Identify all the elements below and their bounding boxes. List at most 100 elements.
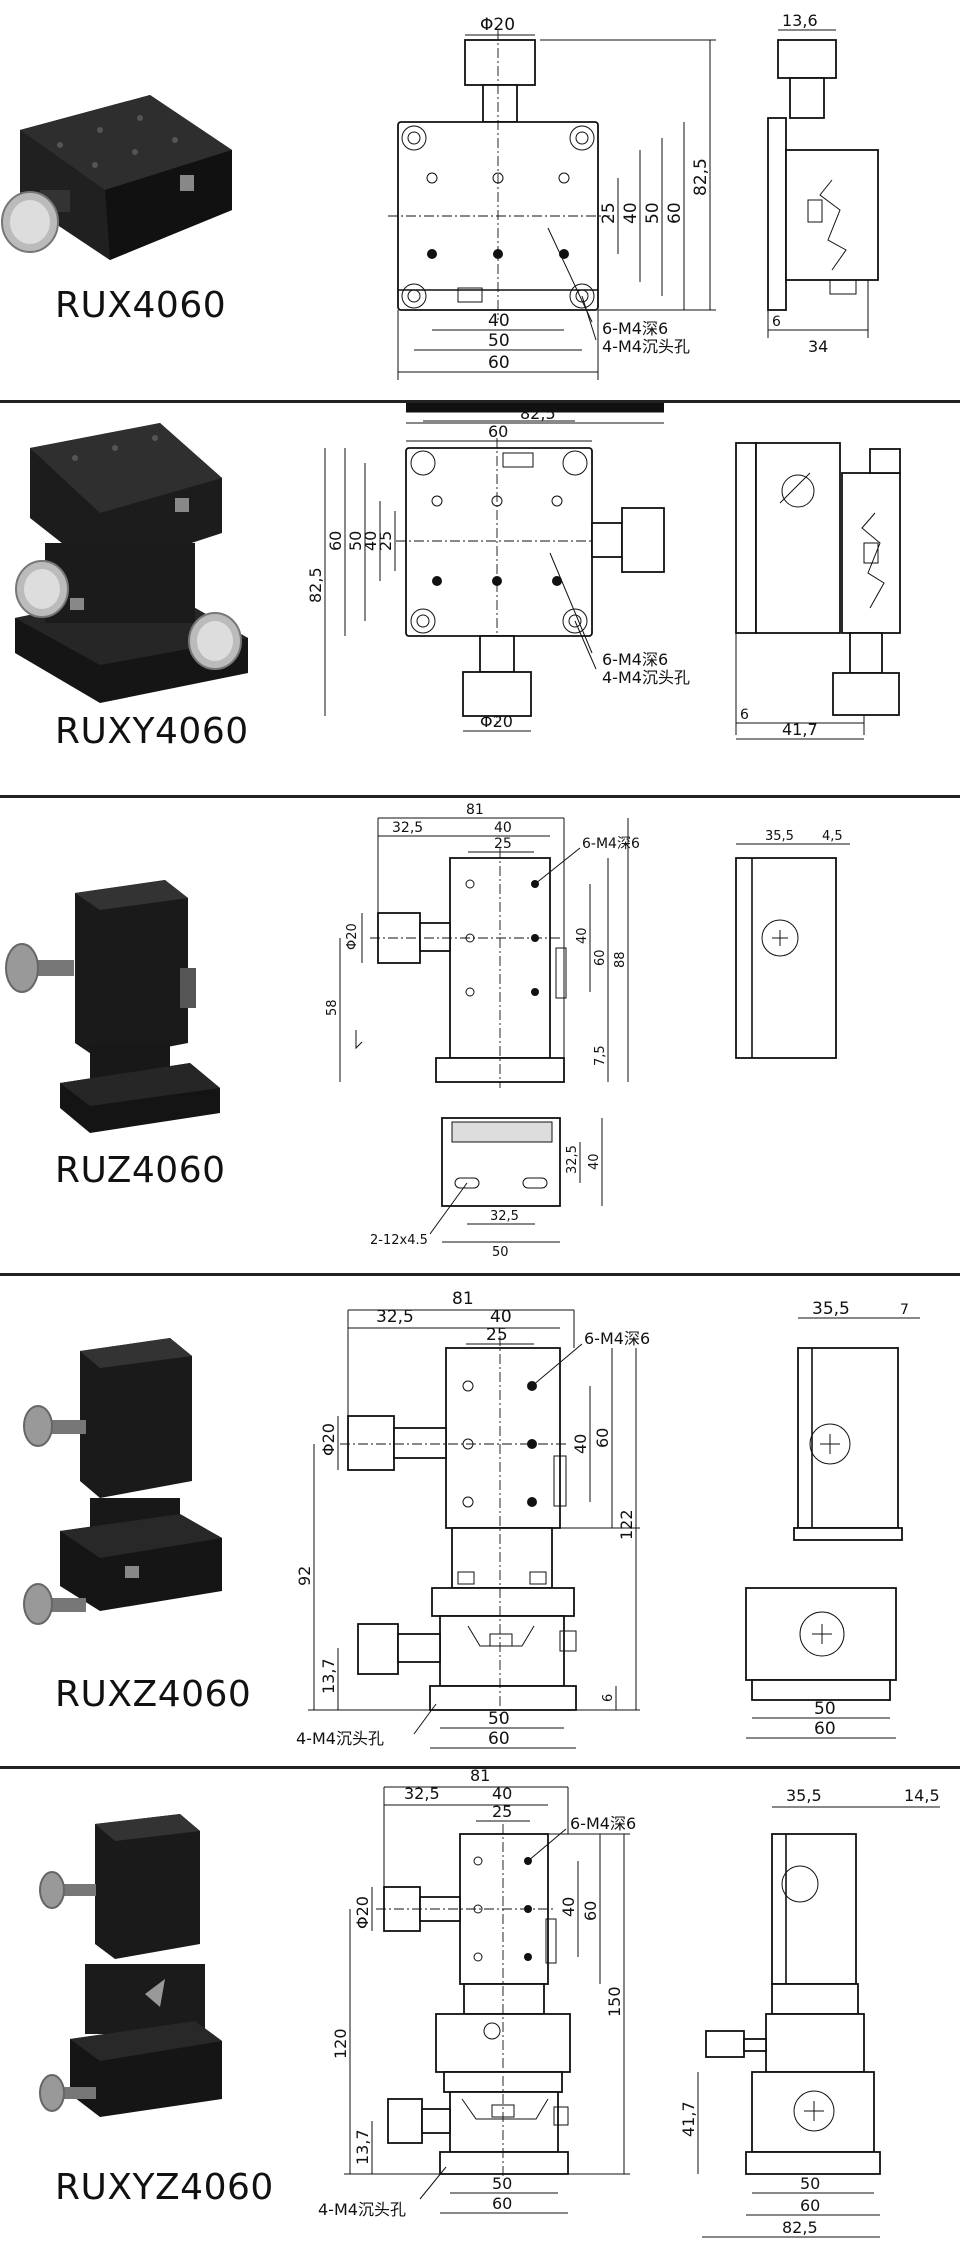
dim-40: 40 (492, 1784, 512, 1803)
product-section-ruxyz4060: RUXYZ4060 81 32,5 40 25 6 (0, 1769, 960, 2268)
dim-v60: 60 (581, 1901, 600, 1921)
dim-v122: 122 (617, 1509, 636, 1540)
dim-32-5: 32,5 (376, 1307, 414, 1327)
product-section-rux4060: RUX4060 Φ20 40 50 60 25 40 (0, 0, 960, 400)
dim-50: 50 (488, 1709, 510, 1729)
ruz4060-drawing: 81 32,5 40 25 6-M4深6 Φ20 40 60 88 7,5 58… (325, 802, 850, 1260)
dim-25: 25 (494, 836, 512, 852)
section-divider (0, 1766, 960, 1769)
section-divider (0, 795, 960, 798)
dim-v60: 60 (665, 202, 685, 224)
dim-v50: 50 (643, 202, 663, 224)
dim-side-50: 50 (814, 1699, 836, 1719)
dim-7: 7 (900, 1302, 909, 1318)
dim-25: 25 (599, 202, 619, 224)
dim-side-82-5: 82,5 (782, 2218, 818, 2237)
dim-32-5: 32,5 (392, 820, 423, 836)
mount-holes (431, 495, 563, 586)
dim-v13-7: 13,7 (353, 2129, 372, 2165)
callout-tapped-holes: 6-M4深6 (602, 650, 668, 669)
dim-top-82-5: 82,5 (520, 404, 556, 423)
dim-v40: 40 (575, 927, 590, 944)
dim-v60: 60 (593, 949, 608, 966)
dim-v41-7: 41,7 (679, 2101, 698, 2137)
dim-v40: 40 (559, 1897, 578, 1917)
product-section-ruz4060: RUZ4060 81 32,5 40 25 6-M4深6 Φ20 40 60 (0, 798, 960, 1273)
dim-v40: 40 (571, 1434, 590, 1454)
dim-41-7: 41,7 (782, 720, 818, 739)
dim-4-5: 4,5 (822, 829, 843, 844)
model-name: RUXYZ4060 (55, 2167, 274, 2208)
rux4060-drawing: Φ20 40 50 60 25 40 50 60 82,5 6-M4深6 4-M… (388, 11, 879, 380)
dim-25: 25 (492, 1802, 512, 1821)
ruxyz4060-photo (39, 1814, 222, 2117)
dim-40: 40 (488, 311, 510, 331)
dim-81: 81 (466, 802, 484, 818)
dim-14-5: 14,5 (904, 1786, 940, 1805)
dim-6: 6 (740, 707, 749, 723)
model-name: RUXZ4060 (55, 1674, 252, 1715)
dim-phi20: Φ20 (319, 1423, 338, 1456)
rux4060-photo (1, 95, 232, 260)
ruxy4060-photo (15, 423, 248, 703)
dim-82-5: 82,5 (691, 158, 711, 196)
dim-60: 60 (492, 2194, 512, 2213)
callout-countersunk-holes: 4-M4沉头孔 (602, 337, 690, 356)
dim-34: 34 (808, 337, 828, 356)
dim-phi20: Φ20 (353, 1896, 372, 1929)
mount-holes (465, 879, 539, 997)
callout-slots: 2-12x4.5 (370, 1233, 428, 1248)
product-section-ruxy4060: RUXY4060 (0, 403, 960, 795)
ruxy4060-dims: 82,5 60 (406, 403, 664, 442)
mount-holes (473, 1856, 532, 1962)
dim-base-32-5: 32,5 (490, 1209, 519, 1224)
dim-v25: 25 (376, 531, 395, 551)
dim-v7-5: 7,5 (593, 1045, 608, 1066)
ruz4060-photo (5, 880, 220, 1133)
dim-top-60: 60 (488, 422, 508, 441)
dim-32-5: 32,5 (404, 1784, 440, 1803)
section-divider (0, 400, 960, 403)
dim-v60: 60 (593, 1428, 612, 1448)
dim-35-5: 35,5 (812, 1299, 850, 1319)
dim-v88: 88 (613, 951, 628, 968)
dim-phi20: Φ20 (345, 923, 360, 950)
dim-v150: 150 (605, 1986, 624, 2017)
callout-countersunk-holes: 4-M4沉头孔 (296, 1729, 384, 1748)
dim-60: 60 (488, 1729, 510, 1749)
ruxy4060-dims2: 50 40 82,5 60 50 40 25 6-M4深6 4-M4沉头孔 Φ2… (306, 442, 901, 740)
dim-base-v32-5: 32,5 (565, 1145, 580, 1174)
dim-v58: 58 (325, 999, 340, 1016)
dim-50: 50 (492, 2174, 512, 2193)
dim-v40: 40 (621, 202, 641, 224)
dim-side-50: 50 (800, 2174, 820, 2193)
dim-81: 81 (452, 1289, 474, 1309)
dim-60: 60 (488, 353, 510, 373)
model-name: RUZ4060 (55, 1150, 226, 1191)
dim-40: 40 (490, 1307, 512, 1327)
model-name: RUX4060 (55, 285, 227, 326)
dim-phi20: Φ20 (480, 15, 515, 35)
callout-tapped-holes: 6-M4深6 (602, 319, 668, 338)
callout-tapped-holes: 6-M4深6 (584, 1329, 650, 1348)
dim-side-60: 60 (814, 1719, 836, 1739)
section-divider (0, 1273, 960, 1276)
dim-35-5: 35,5 (765, 829, 794, 844)
product-section-ruxz4060: RUXZ4060 81 32,5 40 25 6-M4深6 (0, 1276, 960, 1766)
dim-phi20: Φ20 (480, 712, 513, 731)
ruxyz4060-drawing: 81 32,5 40 25 6-M4深6 40 60 150 120 Φ20 1… (318, 1769, 940, 2238)
dim-side-60: 60 (800, 2196, 820, 2215)
ruxz4060-drawing: 81 32,5 40 25 6-M4深6 40 60 122 6 92 Φ20 … (295, 1289, 920, 1749)
dim-base-v40: 40 (587, 1153, 602, 1170)
dim-13-6: 13,6 (782, 11, 818, 30)
dim-v6: 6 (601, 1694, 616, 1702)
callout-tapped-holes: 6-M4深6 (570, 1814, 636, 1833)
dim-base-50: 50 (492, 1245, 509, 1260)
dim-40: 40 (494, 820, 512, 836)
dim-v120: 120 (331, 2028, 350, 2059)
dim-50: 50 (488, 331, 510, 351)
ruxz4060-photo (23, 1338, 222, 1625)
dim-81: 81 (470, 1769, 490, 1785)
dim-35-5: 35,5 (786, 1786, 822, 1805)
knob-outline (464, 39, 536, 86)
